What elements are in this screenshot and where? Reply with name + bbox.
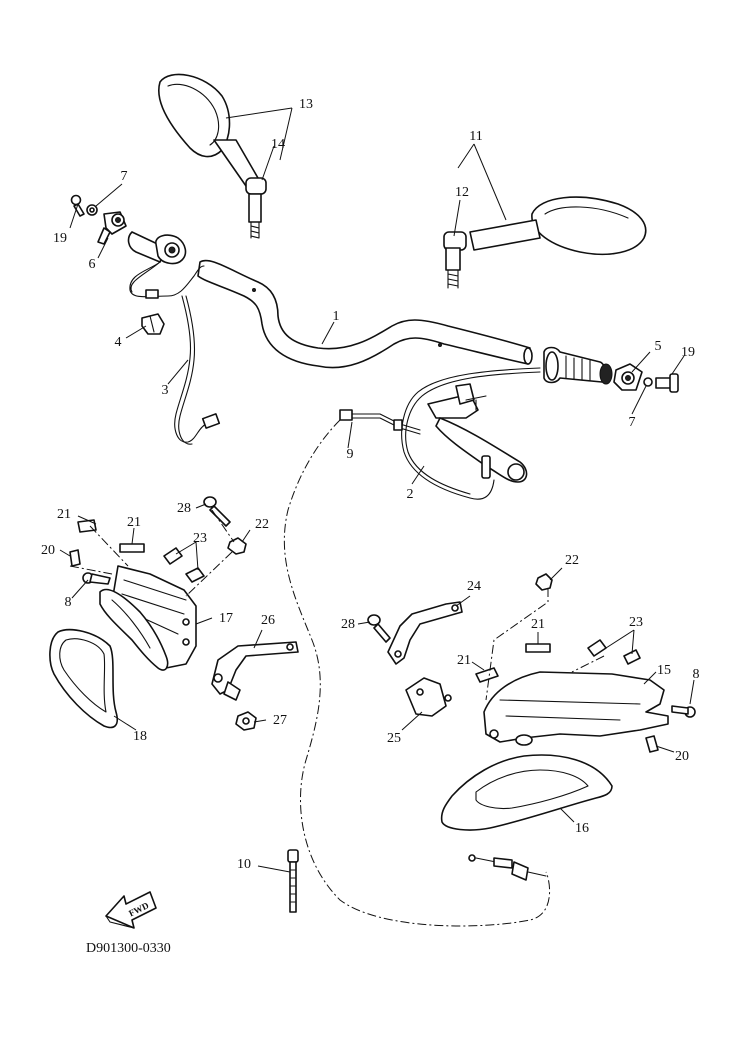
brake-lever-assembly[interactable] [427,383,528,483]
fwd-arrow-icon: FWD [105,891,157,929]
washer-7-right[interactable] [643,377,653,387]
callout-9: 9 [347,447,354,462]
wire-harness-3[interactable] [129,261,221,445]
callout-21c: 21 [531,617,545,632]
bolt-28-left[interactable] [203,496,231,527]
callout-20a: 20 [41,543,55,558]
left-mirror[interactable] [158,73,267,239]
label-21-right[interactable] [475,643,551,683]
routing-line [283,419,551,927]
callout-26: 26 [261,613,275,628]
left-grip-switch[interactable] [127,231,187,265]
callout-21a: 21 [57,507,71,522]
cable-9[interactable] [339,409,421,435]
callout-4: 4 [115,335,122,350]
nut-22-left[interactable] [227,537,247,555]
washer-7-left[interactable] [86,204,98,216]
callout-11: 11 [469,129,482,144]
clutch-cable-2[interactable] [401,367,541,500]
right-mirror[interactable] [443,196,647,289]
callout-3: 3 [162,383,169,398]
callout-28a: 28 [177,501,191,516]
callout-14: 14 [271,137,285,152]
assembly-line-right [485,588,605,701]
handguard-bracket-15[interactable] [483,671,669,746]
assembly-line-left [69,509,235,597]
bolt-28-right[interactable] [367,614,391,643]
callout-21b: 21 [127,515,141,530]
callout-numbers: 1 2 3 4 5 6 7 7 8 8 9 10 11 12 13 14 15 … [41,97,700,872]
callout-20b: 20 [675,749,689,764]
callout-8b: 8 [693,667,700,682]
diagram-code: D901300-0330 [86,941,171,956]
nut-22-right[interactable] [535,573,553,591]
callout-22a: 22 [255,517,269,532]
cable-end-fitting[interactable] [468,854,547,881]
callout-19a: 19 [53,231,67,246]
callout-2: 2 [407,487,414,502]
handguard-shell-left[interactable] [99,588,169,671]
callout-7b: 7 [629,415,636,430]
bracket-25[interactable] [405,677,452,717]
callout-8a: 8 [65,595,72,610]
connector-4[interactable] [141,313,165,335]
callout-19b: 19 [681,345,695,360]
bracket-24[interactable] [387,601,463,665]
callout-1: 1 [333,309,340,324]
callout-27: 27 [273,713,287,728]
callout-25: 25 [387,731,401,746]
handguard-cover-16[interactable] [440,754,613,831]
handlebar[interactable] [197,259,533,369]
callout-21d: 21 [457,653,471,668]
callout-15: 15 [657,663,671,678]
leader-lines [59,107,695,873]
handguard-cover-18[interactable] [49,628,119,729]
bolt-8-left[interactable] [82,572,111,585]
callout-7a: 7 [121,169,128,184]
stay-26[interactable] [211,641,299,701]
callout-24: 24 [467,579,481,594]
label-20-left[interactable] [69,549,81,567]
callout-23b: 23 [629,615,643,630]
callout-12: 12 [455,185,469,200]
clamp-6[interactable] [97,211,127,245]
callout-6: 6 [89,257,96,272]
callout-13: 13 [299,97,313,112]
nut-27[interactable] [235,711,257,731]
clamp-5[interactable] [613,363,643,391]
callout-16: 16 [575,821,589,836]
callout-10: 10 [237,857,251,872]
callout-28b: 28 [341,617,355,632]
callout-18: 18 [133,729,147,744]
callout-5: 5 [655,339,662,354]
screw-19-right[interactable] [655,373,679,393]
bolt-23-left[interactable] [163,547,205,583]
callout-17: 17 [219,611,233,626]
bolt-8-right[interactable] [671,705,696,718]
cable-tie-10[interactable] [287,849,299,913]
label-20-right[interactable] [645,735,659,753]
callout-22b: 22 [565,553,579,568]
throttle-grip[interactable] [543,346,613,385]
callout-23a: 23 [193,531,207,546]
